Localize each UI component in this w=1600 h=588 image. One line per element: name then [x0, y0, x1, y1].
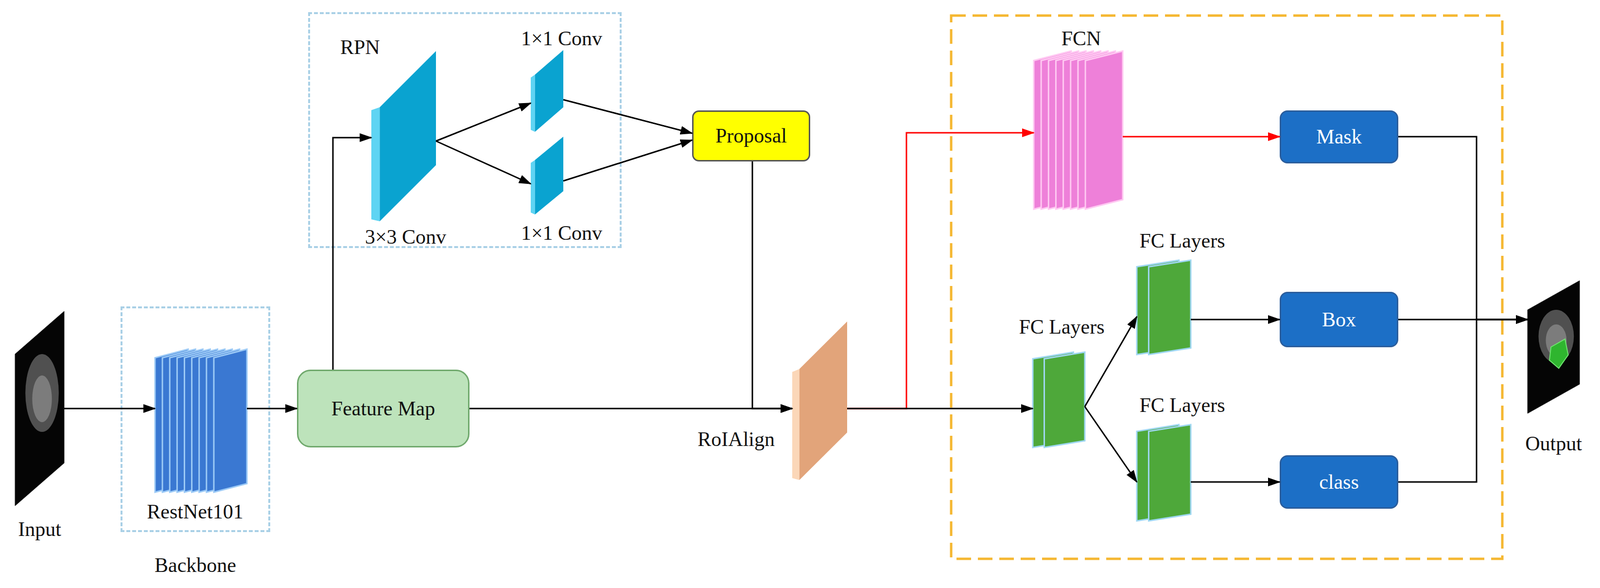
part-label: 1×1 Conv — [521, 26, 603, 51]
flow-arrow — [1398, 319, 1528, 482]
flow-arrow — [752, 161, 793, 409]
part-label: RestNet101 — [146, 499, 244, 523]
box-label: Proposal — [715, 124, 787, 147]
fc-layer-stack: FC Layers — [1136, 424, 1191, 521]
output-head-box: Mask — [1279, 110, 1399, 164]
input-image: Input — [15, 311, 65, 506]
input-image-shape — [15, 311, 65, 506]
image-sheet — [1527, 280, 1580, 414]
conv-layer-shape — [371, 51, 436, 222]
flow-arrow — [1190, 318, 1280, 321]
flow-arrow — [1190, 481, 1280, 483]
box-label: class — [1319, 470, 1359, 493]
conv-layer-shape — [530, 136, 564, 215]
fcn-stack-shape — [1033, 51, 1123, 209]
rpn-group: RPN3×3 Conv1×1 Conv1×1 Conv — [308, 12, 622, 248]
resnet-stack: RestNet101 — [155, 348, 247, 492]
mask-branch-arrow — [847, 132, 1034, 409]
flow-arrow — [332, 137, 372, 370]
flow-arrow — [435, 103, 531, 141]
proposal-box: Proposal — [692, 110, 811, 162]
eye-image — [32, 375, 52, 422]
slab-side — [792, 368, 800, 480]
flow-arrow — [64, 407, 156, 410]
fc-layer-stack-shape — [1136, 260, 1191, 355]
slab-face — [379, 51, 436, 222]
part-label: 1×1 Conv — [521, 221, 603, 245]
fc-layer-stack-shape — [1136, 424, 1191, 521]
part-label: Output — [1525, 431, 1583, 455]
flow-arrow — [1398, 136, 1528, 320]
mask-branch-arrow — [1122, 136, 1280, 138]
fc-layer-stack: FC Layers — [1136, 260, 1191, 355]
flow-arrow — [469, 407, 793, 410]
slab-side — [371, 107, 380, 222]
part-label: RoIAlign — [697, 427, 775, 451]
slab-side — [530, 74, 536, 132]
eye-image — [25, 353, 59, 432]
stack-layer — [1148, 424, 1191, 521]
output-head-box: Box — [1279, 291, 1399, 348]
conv-layer: 3×3 Conv — [371, 51, 436, 222]
part-label: Input — [17, 517, 62, 541]
part-label: 3×3 Conv — [365, 225, 447, 249]
image-sheet — [15, 311, 65, 506]
fc-layer-stack: FC Layers — [1032, 351, 1085, 448]
output-head-box: class — [1279, 454, 1399, 509]
roialign-layer-shape — [792, 321, 848, 480]
flow-arrow — [1398, 318, 1528, 321]
part-label: FC Layers — [1139, 228, 1225, 253]
flow-arrow — [847, 407, 1033, 410]
conv-layer: 1×1 Conv — [530, 136, 564, 215]
feature-map-box: Feature Map — [296, 369, 470, 448]
output-image-shape — [1527, 280, 1580, 414]
roialign-layer: RoIAlign — [792, 321, 848, 480]
stack-layer — [213, 348, 247, 492]
part-label: RPN — [340, 35, 381, 59]
conv-layer-shape — [530, 50, 564, 132]
slab-face — [535, 136, 564, 215]
fcn-stack: FCN — [1033, 51, 1123, 209]
part-label: FC Layers — [1018, 314, 1105, 339]
flow-arrow — [246, 407, 297, 410]
flow-arrow — [563, 99, 693, 134]
conv-layer: 1×1 Conv — [530, 50, 564, 132]
part-label: FCN — [1061, 26, 1102, 51]
slab-face — [799, 321, 848, 480]
box-label: Feature Map — [331, 397, 435, 420]
backbone-group: BackboneRestNet101 — [120, 306, 271, 532]
stack-layer — [1044, 351, 1085, 448]
box-label: Box — [1321, 308, 1357, 331]
slab-face — [535, 50, 564, 132]
flow-arrow — [1084, 406, 1137, 482]
part-label: FC Layers — [1139, 393, 1225, 417]
segmentation-mask — [1549, 338, 1569, 368]
slab-side — [530, 159, 536, 215]
output-image: Output — [1527, 280, 1580, 414]
resnet-stack-shape — [155, 348, 247, 492]
flow-arrow — [563, 139, 693, 181]
flow-arrow — [435, 140, 531, 184]
box-label: Mask — [1316, 125, 1362, 148]
stack-layer — [1148, 260, 1191, 355]
head-group-frame — [951, 15, 1503, 559]
stack-layer — [1085, 51, 1123, 209]
fc-layer-stack-shape — [1032, 351, 1085, 448]
part-label: Backbone — [154, 553, 237, 577]
